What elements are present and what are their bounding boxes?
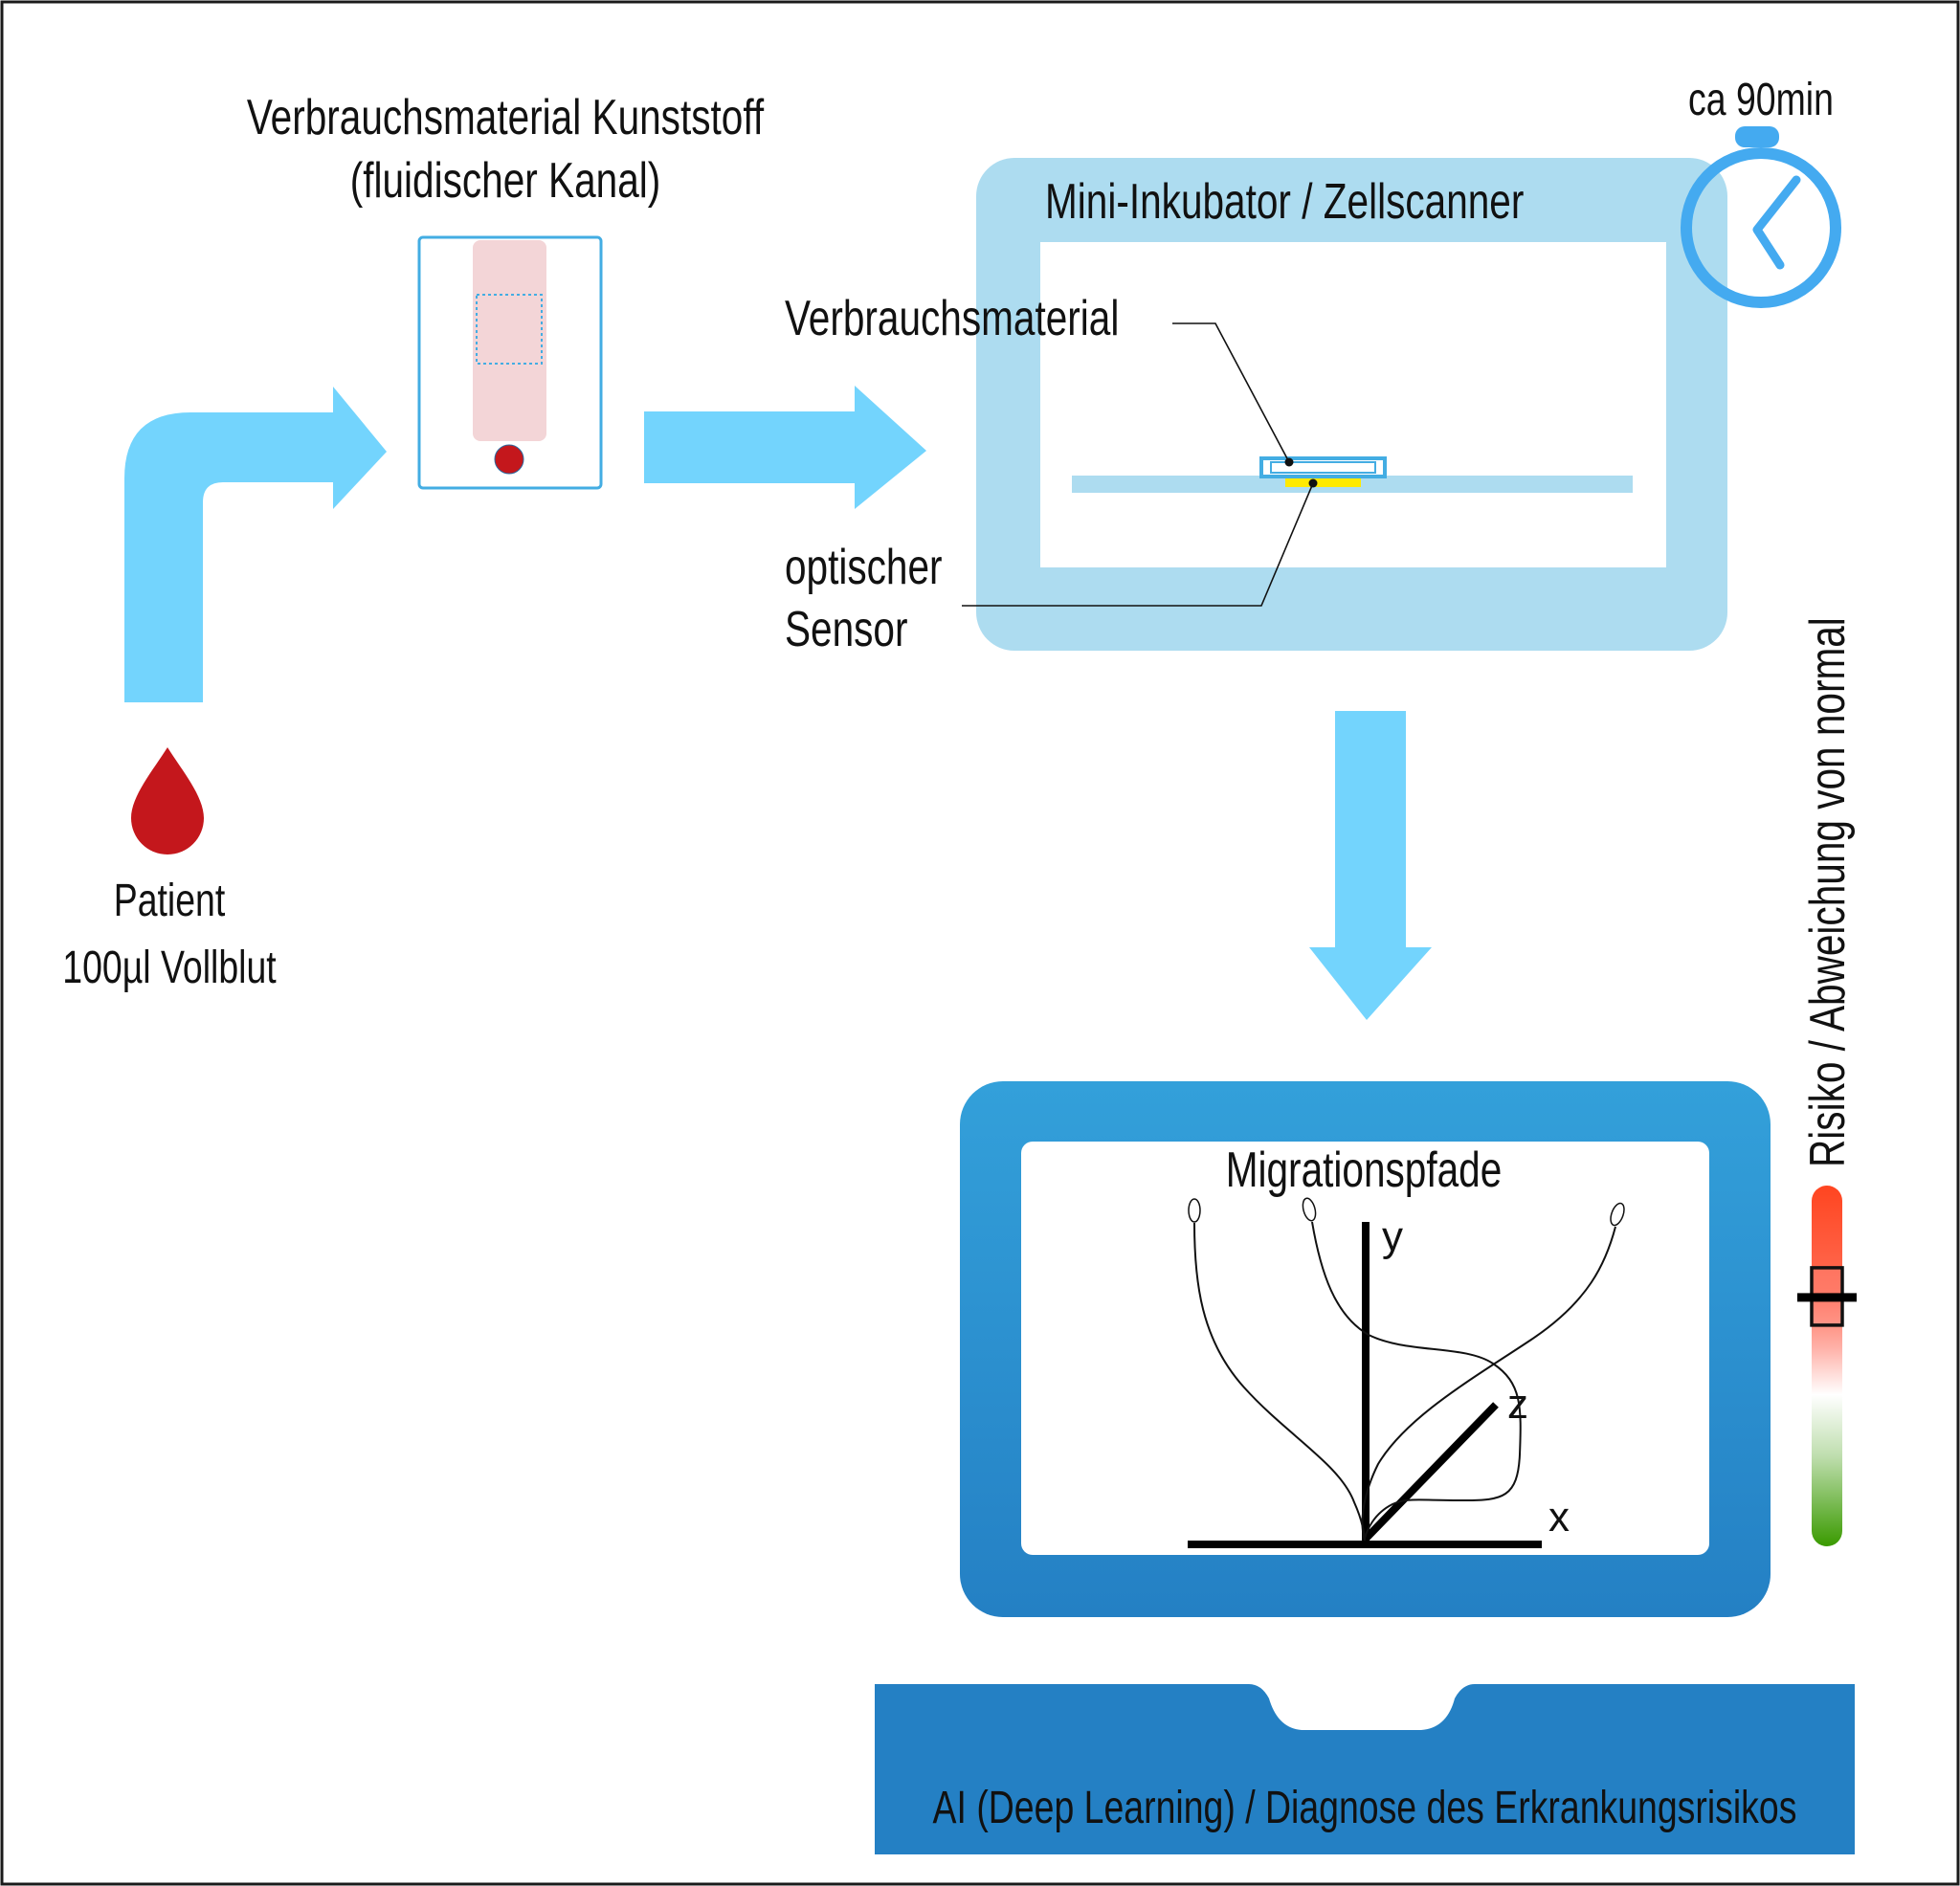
- risk-scale-label: Risiko / Abweichung von normal: [1799, 617, 1855, 1167]
- migration-path-2: [1311, 1221, 1522, 1540]
- callout-sensor-label-line1: optischer: [785, 539, 943, 594]
- laptop-caption: AI (Deep Learning) / Diagnose des Erkran…: [933, 1783, 1797, 1834]
- laptop-keyboard-base: [875, 1684, 1855, 1854]
- blood-sample-dot: [494, 444, 524, 475]
- callout-consumable-dot: [1284, 457, 1294, 467]
- migration-path-3: [1361, 1226, 1616, 1542]
- optical-sensor: [1285, 478, 1361, 487]
- laptop: Migrationspfade y z x AI (Deep Learning)…: [875, 1081, 1855, 1854]
- risk-gradient-bar: [1812, 1186, 1842, 1546]
- callout-sensor-dot: [1308, 478, 1318, 488]
- consumable-inner: [1270, 461, 1376, 474]
- arrow-down-icon: [1309, 711, 1432, 1020]
- callout-sensor-label-line2: Sensor: [785, 601, 907, 656]
- z-axis-label: z: [1507, 1381, 1528, 1428]
- arrow-right-icon: [644, 386, 926, 509]
- cell-2: [1302, 1197, 1317, 1222]
- incubator-section: Mini-Inkubator / Zellscanner Verbrauchsm…: [785, 158, 1727, 656]
- x-axis-label: x: [1548, 1494, 1570, 1541]
- risk-marker[interactable]: [1797, 1266, 1857, 1327]
- blood-drop-icon: [131, 747, 204, 854]
- stopwatch-icon: [1681, 126, 1841, 308]
- timer-label: ca 90min: [1688, 75, 1834, 126]
- cell-3: [1610, 1202, 1625, 1227]
- timer-section: ca 90min: [1681, 75, 1841, 308]
- migration-path-1: [1193, 1222, 1366, 1542]
- callout-consumable-label: Verbrauchsmaterial: [785, 290, 1119, 345]
- y-axis-label: y: [1382, 1213, 1403, 1260]
- blood-volume-label: 100µl Vollblut: [62, 943, 276, 994]
- incubator-chamber: [1040, 242, 1666, 567]
- risk-marker-line[interactable]: [1797, 1293, 1857, 1302]
- detection-zone: [476, 294, 543, 365]
- cartridge-title-line1: Verbrauchsmaterial Kunststoff: [247, 89, 765, 144]
- cartridge-section: Verbrauchsmaterial Kunststoff (fluidisch…: [247, 89, 765, 490]
- bent-arrow-icon: [124, 387, 387, 702]
- z-axis: [1363, 1402, 1499, 1542]
- cartridge-title-line2: (fluidischer Kanal): [350, 152, 661, 208]
- fluidic-channel: [473, 240, 546, 441]
- incubator-title: Mini-Inkubator / Zellscanner: [1045, 173, 1524, 229]
- patient-label: Patient: [114, 876, 226, 927]
- screen-title: Migrationspfade: [1226, 1142, 1503, 1197]
- patient-section: Patient 100µl Vollblut: [62, 747, 277, 994]
- callout-consumable-line: [1172, 322, 1290, 463]
- callout-sensor-line: [962, 482, 1314, 607]
- cell-1: [1188, 1198, 1201, 1223]
- risk-scale: Risiko / Abweichung von normal: [1797, 617, 1857, 1546]
